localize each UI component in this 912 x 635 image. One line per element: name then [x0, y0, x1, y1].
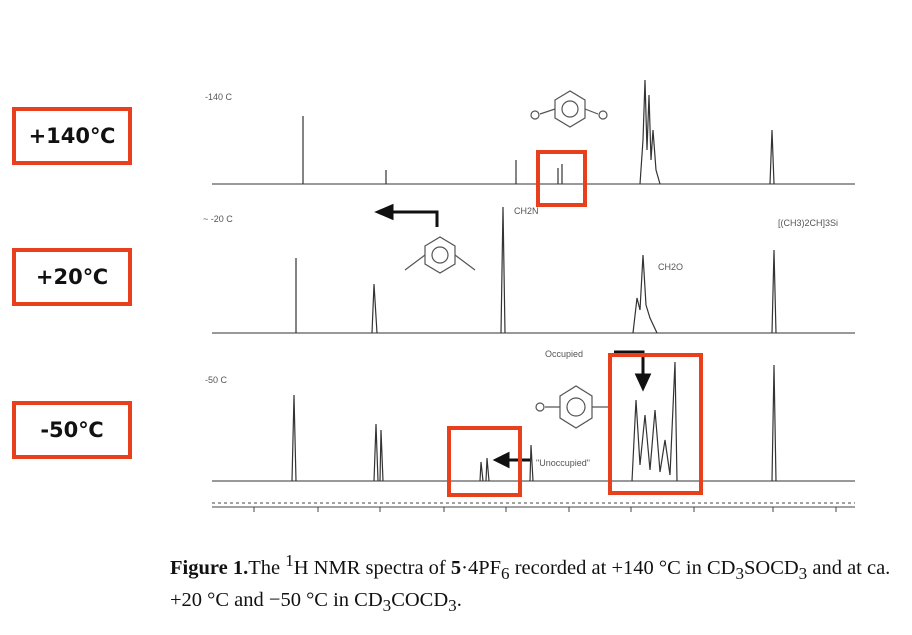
unoccupied-arrow [492, 451, 530, 469]
temp-label-text: +20℃ [35, 265, 109, 289]
highlight-box-top [536, 150, 587, 207]
annotation-ch2o: CH2O [658, 262, 683, 272]
highlight-boxes [447, 150, 703, 497]
compound-number: 5 [450, 556, 462, 579]
spectrum-label-140: -140 C [205, 92, 233, 102]
spectrum-140 [212, 79, 855, 185]
annotation-unoccupied: "Unoccupied" [536, 458, 590, 468]
caption-text: H NMR spectra of [293, 556, 451, 579]
nmr-spectra-figure: -140 C ~ -20 C -50 C [203, 79, 855, 512]
caption-text: . [456, 588, 462, 611]
highlight-box-unoccupied [447, 426, 522, 497]
caption-text: The [248, 556, 286, 579]
spectrum-20 [212, 206, 855, 334]
figure-number: Figure 1. [170, 556, 249, 579]
caption-subscript: 3 [382, 596, 392, 616]
figure-caption: Figure 1.The 1H NMR spectra of 5·4PF6 re… [170, 548, 900, 619]
highlight-box-occupied [608, 353, 703, 495]
annotation-ch2n: CH2N [514, 206, 539, 216]
caption-subscript: 3 [448, 596, 457, 616]
temp-label-text: -50℃ [40, 418, 104, 442]
caption-subscript: 6 [501, 563, 510, 583]
temp-label-text: +140℃ [28, 124, 116, 148]
caption-subscript: 3 [798, 563, 808, 583]
molecule-drawing-bottom [535, 385, 608, 429]
caption-superscript: 1 [285, 551, 294, 570]
temp-label-minus50: -50℃ [12, 401, 132, 459]
caption-text: COCD [391, 588, 449, 611]
annotation-occupied: Occupied [545, 349, 583, 359]
temp-label-plus140: +140℃ [12, 107, 132, 165]
spectrum-50 [212, 361, 855, 482]
occupied-arrow [614, 350, 652, 392]
shift-arrow-left [374, 203, 439, 227]
spectrum-label-50: -50 C [205, 375, 228, 385]
ppm-axis [212, 502, 855, 512]
annotation-ipr: [(CH3)2CH]3Si [778, 218, 838, 228]
caption-text: ·4PF [461, 556, 502, 579]
molecule-drawing-top [530, 90, 608, 128]
molecule-drawing-middle [404, 236, 476, 274]
caption-text: recorded at +140 °C in CD [509, 556, 736, 579]
spectrum-label-20: ~ -20 C [203, 214, 233, 224]
caption-text: SOCD [743, 556, 799, 579]
caption-subscript: 3 [735, 563, 744, 583]
caption-text: and at ca. +20 °C and −50 °C in CD [170, 556, 891, 611]
temp-label-plus20: +20℃ [12, 248, 132, 306]
